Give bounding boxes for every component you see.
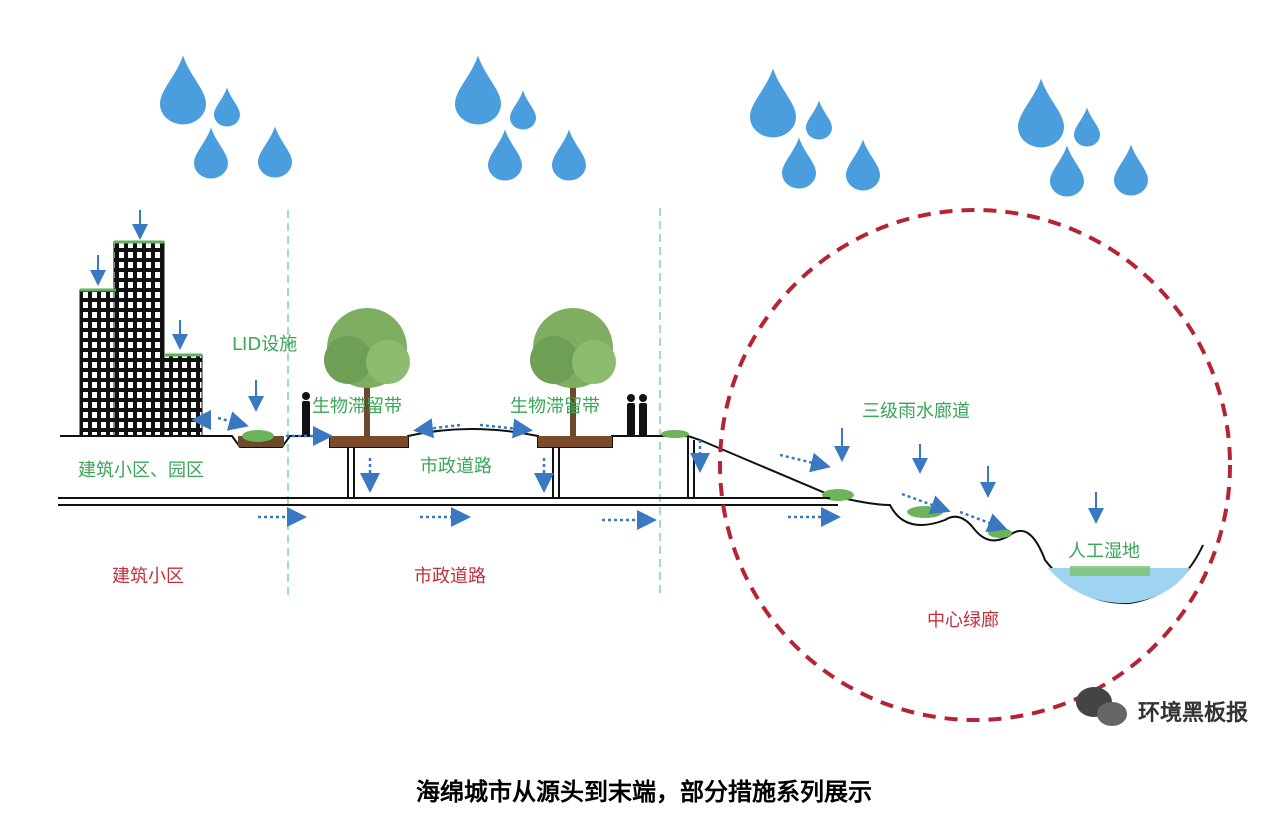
watermark-text: 环境黑板报 — [1138, 701, 1249, 726]
label-three-level-corridor: 三级雨水廊道 — [862, 401, 970, 422]
zone-label-municipal-road: 市政道路 — [414, 566, 486, 587]
figure-caption: 海绵城市从源头到末端，部分措施系列展示 — [416, 778, 872, 806]
label-bioretention-right: 生物滞留带 — [510, 396, 600, 417]
tree-right — [530, 308, 616, 437]
wechat-logo-icon — [1076, 687, 1127, 726]
raindrops-cluster-4 — [1018, 78, 1148, 197]
pedestrians-icon — [627, 394, 647, 436]
pedestrian-icon — [302, 392, 310, 436]
tree-left — [324, 308, 410, 437]
underground-pipe — [58, 436, 838, 506]
wetland-water — [1048, 568, 1190, 604]
wetland-vegetation — [1070, 566, 1150, 576]
raindrops-cluster-1 — [160, 55, 292, 179]
bioretention-bed-left — [330, 436, 408, 447]
central-green-corridor-circle — [718, 208, 1232, 722]
runoff-flow-arrows — [191, 410, 1008, 533]
label-residential-area-park: 建筑小区、园区 — [78, 460, 204, 481]
label-lid: LID设施 — [232, 334, 298, 355]
rainfall-arrows — [90, 210, 1104, 524]
raindrops-cluster-2 — [455, 55, 586, 181]
label-municipal-road-upper: 市政道路 — [420, 456, 492, 477]
zone-label-central-green: 中心绿廊 — [927, 610, 999, 631]
ground-surface — [60, 428, 1204, 605]
label-bioretention-left: 生物滞留带 — [312, 396, 402, 417]
label-artificial-wetland: 人工湿地 — [1068, 541, 1140, 562]
bioretention-bed-right — [538, 436, 612, 447]
zone-label-residential: 建筑小区 — [112, 566, 184, 587]
raindrops-cluster-3 — [750, 68, 880, 191]
